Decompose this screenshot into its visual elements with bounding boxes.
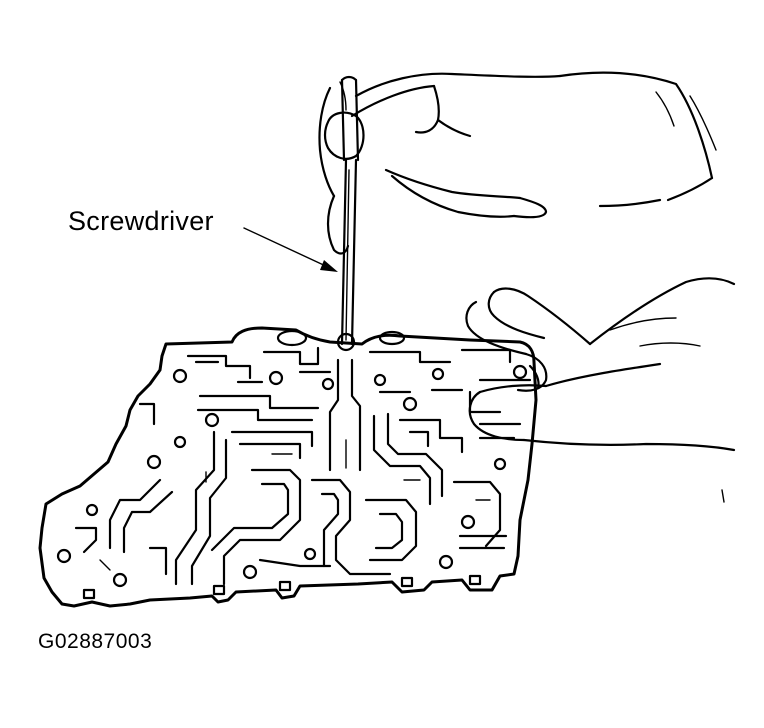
upper-hand-drawing [318, 71, 717, 255]
callout-leader-line [243, 227, 338, 272]
right-hand-drawing [465, 277, 736, 503]
screwdriver-drawing [340, 75, 360, 346]
figure-id-label: G02887003 [38, 630, 153, 653]
screwdriver-callout-label: Screwdriver [68, 206, 214, 236]
valve-body-passages [56, 329, 532, 600]
